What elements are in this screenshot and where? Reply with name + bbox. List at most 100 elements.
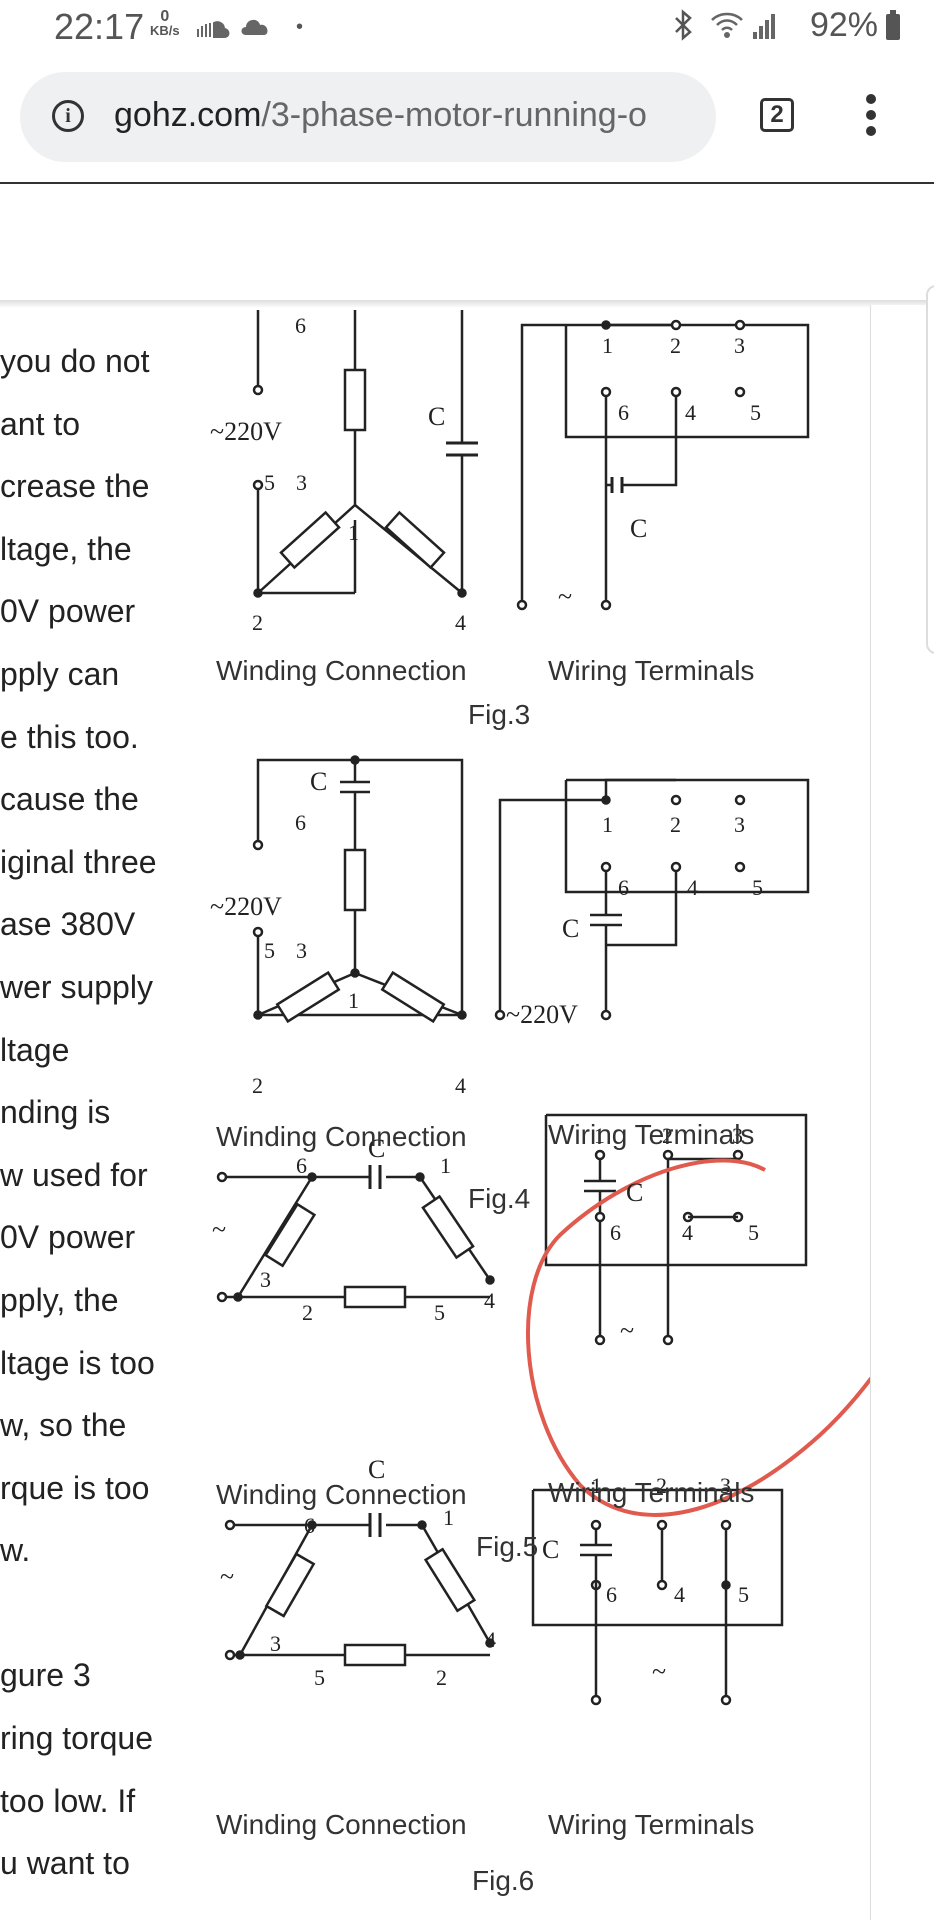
svg-text:2: 2 bbox=[252, 1073, 263, 1098]
fig3-cap-label: C bbox=[428, 402, 445, 431]
overflow-menu-icon[interactable] bbox=[864, 94, 878, 138]
svg-text:2: 2 bbox=[662, 1123, 673, 1148]
article-line: e this too. bbox=[0, 718, 139, 755]
svg-text:4: 4 bbox=[687, 875, 698, 900]
soundcloud-icon bbox=[196, 14, 230, 46]
article-line: iginal three bbox=[0, 843, 157, 880]
article-line: w used for bbox=[0, 1156, 148, 1193]
fig3-wiring-label: Wiring Terminals bbox=[548, 655, 755, 686]
svg-text:3: 3 bbox=[296, 470, 307, 495]
fig6-winding-label: Winding Connection bbox=[216, 1809, 467, 1840]
fig6-terminals bbox=[531, 1488, 784, 1706]
svg-text:2: 2 bbox=[302, 1300, 313, 1325]
svg-text:6: 6 bbox=[304, 1513, 315, 1538]
fig4-terminals bbox=[494, 778, 810, 1021]
url-path: /3-phase-motor-running-o bbox=[261, 96, 647, 134]
svg-text:4: 4 bbox=[674, 1582, 685, 1607]
article-line: u want to bbox=[0, 1845, 130, 1882]
status-bar: 22:17 0 KB/s • 92% bbox=[0, 0, 934, 58]
svg-text:4: 4 bbox=[455, 1073, 466, 1098]
fig5-cap-top: C bbox=[368, 1134, 385, 1163]
svg-text:1: 1 bbox=[348, 520, 359, 545]
fig4-winding-label: Winding Connection bbox=[216, 1121, 467, 1152]
fig4-term-cap-label: C bbox=[562, 914, 579, 943]
cloud-icon bbox=[240, 12, 270, 44]
svg-text:5: 5 bbox=[264, 938, 275, 963]
fig4-caption: Fig.4 bbox=[468, 1183, 531, 1214]
side-panel-tab[interactable] bbox=[926, 285, 934, 654]
article-line: ltage is too bbox=[0, 1344, 155, 1381]
fig4-wiring-label: Wiring Terminals bbox=[548, 1119, 755, 1150]
svg-text:5: 5 bbox=[738, 1582, 749, 1607]
fig6-term-cap-label: C bbox=[542, 1535, 559, 1564]
fig6-wiring-label: Wiring Terminals bbox=[548, 1809, 755, 1840]
page-right-margin bbox=[870, 305, 934, 1920]
bluetooth-icon bbox=[672, 8, 696, 49]
fig4-terminal-voltage: ~220V bbox=[506, 1000, 578, 1029]
fig5-wiring-label: Wiring Terminals bbox=[548, 1477, 755, 1508]
svg-text:6: 6 bbox=[610, 1220, 621, 1245]
info-icon[interactable]: i bbox=[52, 100, 84, 132]
url-domain: gohz.com bbox=[114, 96, 262, 134]
fig5-winding-label: Winding Connection bbox=[216, 1479, 467, 1510]
svg-text:3: 3 bbox=[734, 812, 745, 837]
fig5-term-tilde: ~ bbox=[620, 1316, 634, 1345]
fig6-cap-top: C bbox=[368, 1455, 385, 1484]
dot-icon: • bbox=[296, 16, 304, 38]
svg-text:1: 1 bbox=[602, 333, 613, 358]
article-line: wer supply bbox=[0, 968, 153, 1005]
svg-text:6: 6 bbox=[295, 810, 306, 835]
fig5-caption: Fig.5 bbox=[476, 1531, 539, 1562]
article-line: ltage, the bbox=[0, 530, 132, 567]
fig3-winding-label: Winding Connection bbox=[216, 655, 467, 686]
fig6-term-tilde: ~ bbox=[652, 1657, 666, 1686]
address-bar[interactable]: i gohz.com/3-phase-motor-running-o bbox=[20, 72, 716, 162]
fig6-tilde: ~ bbox=[220, 1562, 234, 1591]
fig3-term-cap-label: C bbox=[630, 514, 647, 543]
svg-text:6: 6 bbox=[296, 1153, 307, 1178]
svg-text:5: 5 bbox=[434, 1300, 445, 1325]
article-line: you do not bbox=[0, 343, 150, 379]
fig6-caption: Fig.6 bbox=[472, 1865, 535, 1896]
svg-text:2: 2 bbox=[670, 812, 681, 837]
article-line: ring torque bbox=[0, 1720, 153, 1757]
fig4-cap-label: C bbox=[310, 767, 327, 796]
article-line: w, so the bbox=[0, 1407, 127, 1444]
svg-text:3: 3 bbox=[296, 938, 307, 963]
svg-text:1: 1 bbox=[602, 812, 613, 837]
url-text[interactable]: gohz.com/3-phase-motor-running-o bbox=[114, 96, 647, 135]
net-speed-unit: KB/s bbox=[150, 23, 180, 38]
svg-text:5: 5 bbox=[264, 470, 275, 495]
svg-text:4: 4 bbox=[484, 1288, 495, 1313]
svg-text:4: 4 bbox=[485, 1627, 496, 1652]
article-line: ltage bbox=[0, 1031, 70, 1068]
svg-text:6: 6 bbox=[618, 400, 629, 425]
fig4-winding bbox=[252, 755, 467, 1024]
svg-text:6: 6 bbox=[606, 1582, 617, 1607]
svg-text:2: 2 bbox=[436, 1665, 447, 1690]
svg-text:5: 5 bbox=[314, 1665, 325, 1690]
site-header-shadow bbox=[0, 300, 934, 308]
svg-text:6: 6 bbox=[618, 875, 629, 900]
article-line: pply, the bbox=[0, 1281, 119, 1318]
article-line: 0V power bbox=[0, 1219, 136, 1256]
tab-switcher-button[interactable]: 2 bbox=[760, 98, 794, 132]
wifi-icon bbox=[710, 10, 744, 47]
battery-level: 92% bbox=[809, 6, 878, 44]
article-line: ase 380V bbox=[0, 906, 136, 943]
net-speed-value: 0 bbox=[160, 8, 170, 25]
svg-text:1: 1 bbox=[594, 1123, 605, 1148]
svg-text:4: 4 bbox=[685, 400, 696, 425]
svg-text:5: 5 bbox=[750, 400, 761, 425]
clock: 22:17 bbox=[54, 6, 145, 47]
article-line bbox=[0, 1582, 200, 1645]
net-speed: 0 KB/s bbox=[150, 8, 180, 38]
svg-text:5: 5 bbox=[752, 875, 763, 900]
svg-text:6: 6 bbox=[295, 313, 306, 338]
svg-text:4: 4 bbox=[455, 610, 466, 635]
article-line: cause the bbox=[0, 781, 139, 818]
svg-text:1: 1 bbox=[348, 988, 359, 1013]
